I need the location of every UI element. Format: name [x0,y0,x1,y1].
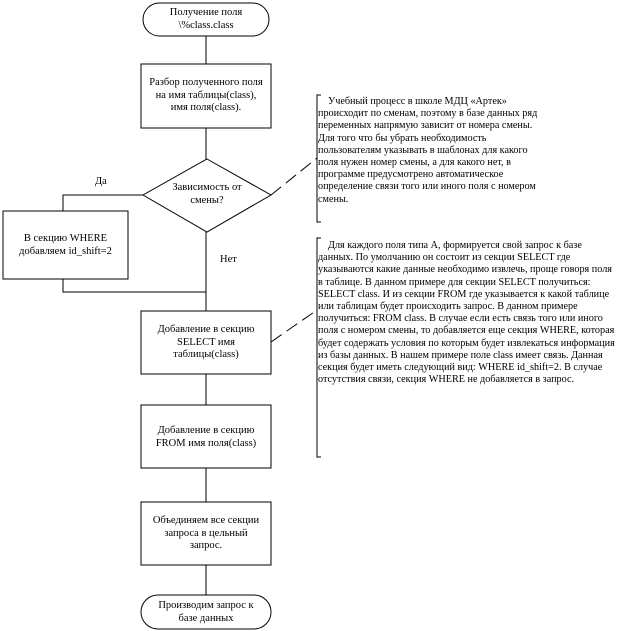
note1-leader [270,157,318,196]
note2-text: Для каждого поля типа A, формируется сво… [318,240,615,386]
connector-where-merge [62,279,206,293]
combine-label: Объединяем все секции запроса в цельный … [152,515,260,551]
where-label: В секцию WHERE добавляем id_shift=2 [19,233,112,257]
where-process-box [2,210,129,280]
end-label: Производим запрос к базе данных [158,600,254,624]
connector-yes-branch [62,194,143,211]
note2-leader [270,309,318,343]
parse-label: Разбор полученного поля на имя таблицы(c… [149,77,263,113]
note2-bracket [316,237,321,458]
yes-edge-label: Да [95,176,107,187]
start-label: Получение поля \%class.class [169,7,243,31]
decision-diamond [141,158,273,233]
decision-label: Зависимость от смены? [172,182,242,206]
from-label: Добавление в секцию FROM имя поля(class) [155,425,257,449]
no-edge-label: Нет [220,254,237,265]
select-label: Добавление в секцию SELECT имя таблицы(c… [157,324,255,360]
note1-text: Учебный процесс в школе МДЦ «Артек» прои… [318,96,538,205]
